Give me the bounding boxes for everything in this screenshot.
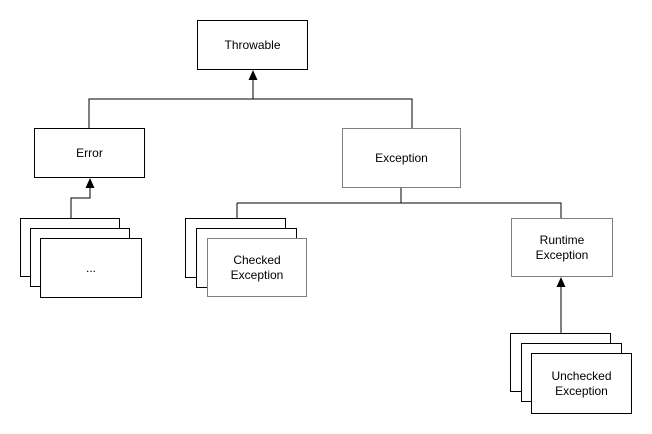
edge-exception-to-children <box>236 188 562 218</box>
exception-label: Exception <box>375 150 428 165</box>
node-runtime-exception: Runtime Exception <box>511 218 613 277</box>
checked-exception-label: Checked Exception <box>230 252 284 282</box>
edge-errorsubclasses-to-error <box>70 188 91 218</box>
runtime-exception-label: Runtime Exception <box>535 232 589 262</box>
node-error-subclasses: ... <box>40 238 142 298</box>
error-label: Error <box>76 145 103 160</box>
node-checked-exception: Checked Exception <box>207 238 307 297</box>
arrowhead-into-throwable-icon <box>248 70 258 80</box>
arrowhead-into-error-icon <box>85 178 95 188</box>
error-subclasses-label: ... <box>85 260 96 275</box>
node-error: Error <box>34 128 145 178</box>
unchecked-exception-label: Unchecked Exception <box>551 368 612 398</box>
throwable-label: Throwable <box>224 37 281 52</box>
arrowhead-into-runtime-icon <box>556 277 566 287</box>
node-throwable: Throwable <box>197 20 308 70</box>
node-unchecked-exception: Unchecked Exception <box>531 353 632 414</box>
node-exception: Exception <box>342 128 461 188</box>
edge-error-exception-to-throwable <box>88 98 413 128</box>
